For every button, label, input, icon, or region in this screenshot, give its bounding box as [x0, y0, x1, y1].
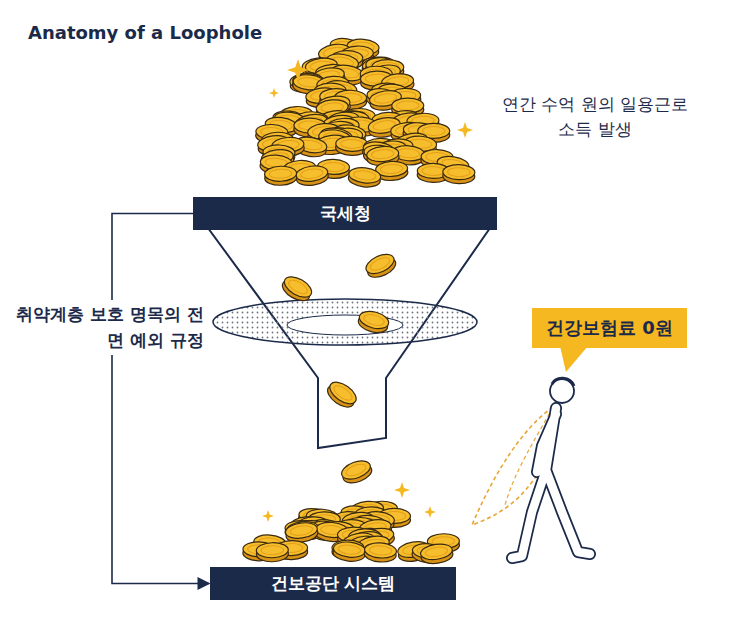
sparkle-symbol: [262, 59, 473, 522]
node-label: 건강보험료 0원: [546, 316, 673, 340]
coin: [279, 273, 315, 305]
annotation-text: 연간 수억 원의 일용근로소득 발생: [500, 92, 690, 141]
sparkle: [262, 510, 274, 522]
coin: [364, 542, 397, 563]
coin: [295, 164, 329, 187]
funnel: [208, 228, 490, 448]
coin: [420, 542, 454, 565]
bracket-label: 취약계층 보호 명목의 전면 예외 규정: [8, 300, 206, 355]
diagram-title: Anatomy of a Loophole: [28, 22, 262, 43]
agency-bar: 국세청: [193, 197, 497, 230]
agency-bar: 건보공단 시스템: [210, 567, 456, 600]
callout-box: 건강보험료 0원: [532, 308, 687, 348]
filter-mesh: [213, 299, 477, 345]
node-label: 국세청: [320, 202, 371, 225]
coin: [332, 541, 366, 563]
coin: [443, 164, 475, 184]
coin: [256, 542, 288, 562]
falling-coins: [279, 250, 399, 486]
sparkle: [287, 59, 309, 81]
coin: [264, 166, 297, 186]
callout-tail: [560, 346, 588, 372]
coin: [363, 250, 399, 281]
coin: [324, 378, 360, 412]
sparkle: [269, 88, 279, 98]
sparkle: [457, 122, 473, 138]
node-label: 건보공단 시스템: [271, 572, 396, 595]
person-figure: [472, 378, 590, 558]
coin-pile: [243, 500, 460, 565]
coin: [339, 457, 374, 486]
coin-pile: [255, 37, 475, 189]
sparkle: [394, 482, 410, 498]
coin: [356, 308, 390, 335]
coin: [348, 166, 382, 189]
sparkle: [424, 506, 436, 518]
bracket-connector: [112, 214, 209, 584]
